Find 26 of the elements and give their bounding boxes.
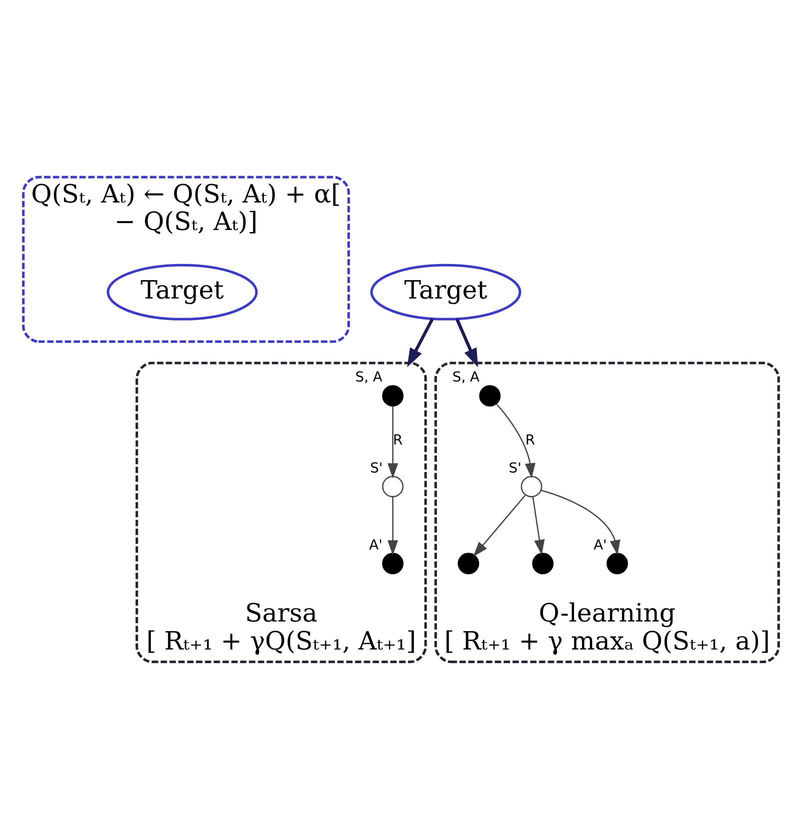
arrow bbox=[388, 406, 398, 478]
node-circle bbox=[382, 552, 404, 574]
edge-label: R bbox=[393, 432, 403, 449]
node-circle bbox=[382, 385, 404, 407]
arrow bbox=[540, 490, 620, 556]
node-circle bbox=[382, 476, 404, 498]
edge-label: R bbox=[525, 432, 536, 449]
node-label: A' bbox=[594, 537, 607, 554]
node-ellipse: Target bbox=[106, 264, 258, 320]
arrow bbox=[473, 494, 526, 557]
node-circle bbox=[458, 552, 480, 574]
node-circle bbox=[606, 552, 628, 574]
node-label: S, A bbox=[452, 370, 480, 386]
arrow bbox=[455, 318, 478, 368]
node-label: S' bbox=[370, 460, 383, 476]
node-ellipse: Target bbox=[370, 264, 522, 320]
arrow bbox=[532, 496, 545, 555]
node-circle bbox=[520, 476, 542, 498]
node-circle bbox=[479, 385, 501, 407]
node-label: A' bbox=[369, 537, 382, 554]
arrow bbox=[388, 496, 398, 556]
arrow bbox=[407, 318, 434, 368]
node-label: S' bbox=[508, 460, 522, 476]
node-circle bbox=[532, 552, 554, 574]
arrow bbox=[496, 403, 536, 478]
node-label: S, A bbox=[355, 370, 382, 386]
